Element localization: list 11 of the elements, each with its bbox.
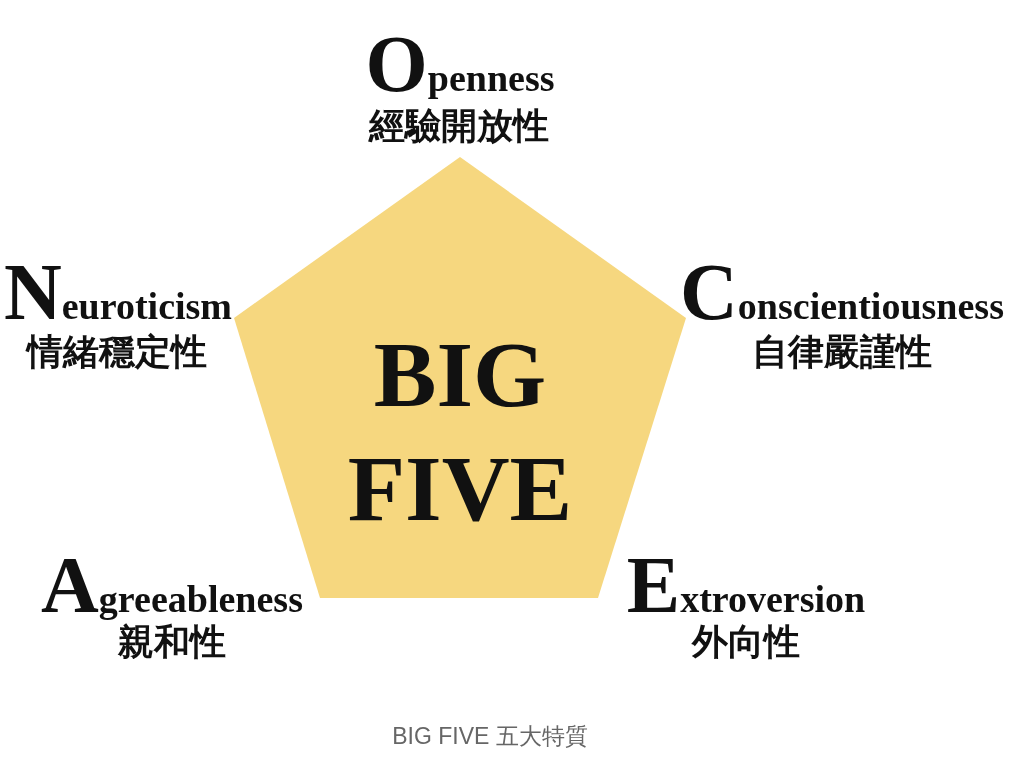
trait-name-chinese: 經驗開放性 xyxy=(369,106,549,146)
trait-name: Neuroticism xyxy=(4,252,232,332)
trait-name: Extroversion xyxy=(626,545,866,625)
trait-name-chinese: 外向性 xyxy=(692,622,800,662)
trait-name-chinese: 自律嚴謹性 xyxy=(752,332,932,372)
trait-name-chinese: 親和性 xyxy=(118,622,226,662)
center-title: BIG FIVE xyxy=(346,321,574,542)
trait-name-chinese: 情緒穩定性 xyxy=(27,332,207,372)
trait-name: Openness xyxy=(365,24,555,104)
caption: BIG FIVE 五大特質 xyxy=(392,724,588,750)
trait-name: Conscientiousness xyxy=(680,252,1004,332)
